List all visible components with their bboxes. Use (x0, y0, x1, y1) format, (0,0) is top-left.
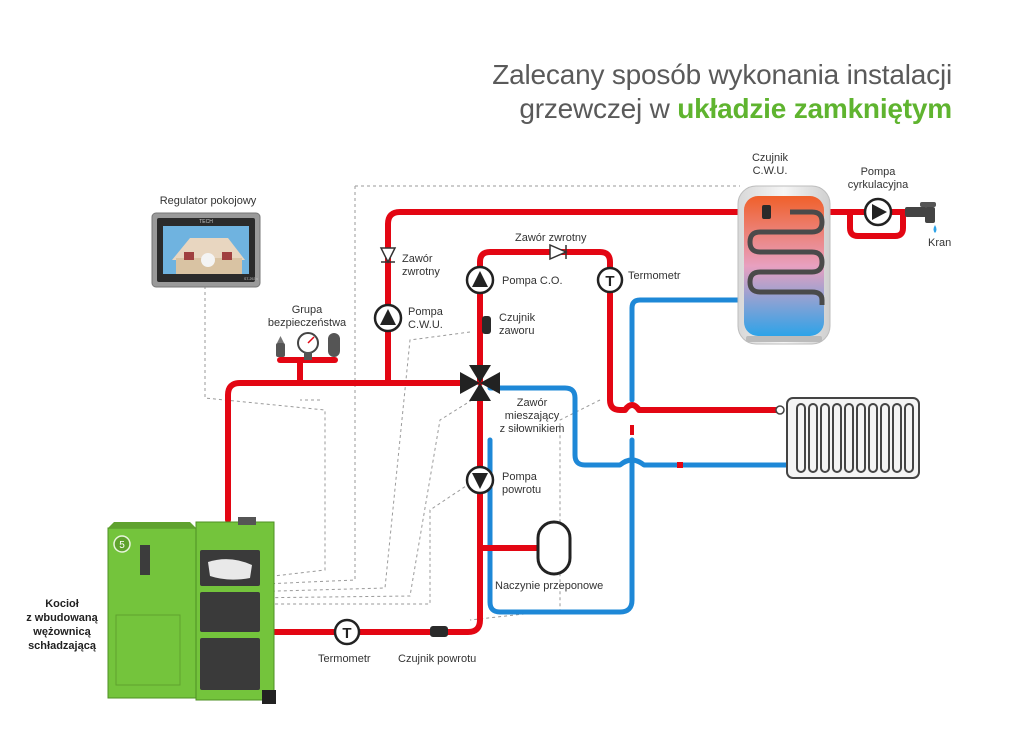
pump-return (465, 465, 495, 495)
title-line-2-prefix: grzewczej w (519, 93, 678, 124)
label-tap: Kran (928, 237, 952, 249)
svg-text:T: T (605, 273, 614, 290)
label-pump-cwu-line1: Pompa (408, 306, 443, 318)
label-return-pump: Pompa powrotu (502, 471, 541, 497)
safety-group (276, 332, 340, 360)
label-boiler: Kocioł z wbudowaną wężownicą schładzając… (18, 597, 106, 653)
label-thermometer-top: Termometr (628, 270, 681, 282)
label-mixing-valve-line2: mieszający (504, 410, 560, 422)
label-thermometer-bottom: Termometr (318, 653, 371, 665)
label-safety-group-line2: bezpieczeństwa (267, 317, 347, 329)
label-mixing-valve: Zawór mieszający z siłownikiem (488, 397, 576, 436)
check-valve-horizontal (549, 243, 568, 261)
expansion-vessel (536, 520, 572, 576)
label-pump-cwu: Pompa C.W.U. (408, 306, 443, 332)
regulator-model: ST-292 v (244, 277, 258, 281)
tap-icon (905, 202, 937, 233)
label-circulation-pump-line1: Pompa (860, 166, 896, 178)
return-pipes (487, 297, 793, 615)
label-cwu-sensor: Czujnik C.W.U. (735, 152, 805, 178)
diagram-title: Zalecany sposób wykonania instalacji grz… (492, 58, 952, 126)
supply-pipes (225, 209, 908, 635)
label-check-valve-horizontal: Zawór zwrotny (515, 232, 587, 244)
label-boiler-line1: Kocioł (45, 598, 79, 610)
label-check-valve-vertical-line1: Zawór (402, 253, 433, 265)
mixing-valve (460, 365, 500, 401)
label-check-valve-vertical-line2: zwrotny (402, 266, 440, 278)
label-check-valve-vertical: Zawór zwrotny (402, 253, 440, 279)
return-sensor (430, 626, 448, 637)
label-return-pump-line2: powrotu (502, 484, 542, 496)
label-valve-sensor: Czujnik zaworu (499, 312, 535, 338)
label-expansion-vessel: Naczynie przeponowe (495, 580, 604, 592)
label-circulation-pump-line2: cyrkulacyjna (847, 179, 909, 191)
label-boiler-line3: wężownicą (33, 626, 91, 638)
svg-text:T: T (342, 625, 351, 642)
pipe-marker-2 (630, 425, 634, 435)
thermometer-bottom: T (333, 618, 361, 646)
pump-co (465, 265, 495, 295)
label-mixing-valve-line1: Zawór (516, 397, 548, 409)
boiler: 5 (107, 517, 276, 704)
title-highlight: układzie zamkniętym (677, 93, 952, 124)
label-cwu-sensor-line2: C.W.U. (752, 165, 788, 177)
check-valve-vertical (379, 247, 397, 264)
label-pump-co: Pompa C.O. (502, 275, 563, 287)
label-valve-sensor-line2: zaworu (499, 325, 535, 337)
hot-water-tank (737, 185, 831, 345)
title-line-1: Zalecany sposób wykonania instalacji (492, 59, 952, 90)
pump-circulation (863, 197, 893, 227)
label-boiler-line2: z wbudowaną (26, 612, 98, 624)
pump-cwu (373, 303, 403, 333)
label-room-regulator: Regulator pokojowy (159, 195, 257, 207)
room-regulator: TECH ST-292 v (151, 212, 261, 288)
label-circulation-pump: Pompa cyrkulacyjna (838, 166, 918, 192)
label-cwu-sensor-line1: Czujnik (751, 152, 789, 164)
label-safety-group: Grupa bezpieczeństwa (262, 304, 352, 330)
label-valve-sensor-line1: Czujnik (499, 312, 536, 324)
label-pump-cwu-line2: C.W.U. (408, 319, 443, 331)
label-boiler-line4: schładzającą (28, 640, 96, 652)
pipe-marker (677, 462, 683, 468)
regulator-brand: TECH (199, 219, 213, 225)
radiator (775, 397, 920, 479)
label-return-pump-line1: Pompa (502, 471, 537, 483)
label-safety-group-line1: Grupa (291, 304, 323, 316)
label-mixing-valve-line3: z siłownikiem (499, 423, 565, 435)
thermometer-top: T (596, 266, 624, 294)
label-return-sensor: Czujnik powrotu (398, 653, 477, 665)
svg-text:5: 5 (119, 540, 125, 551)
control-wiring (204, 185, 771, 621)
title-line-2: grzewczej w układzie zamkniętym (492, 92, 952, 126)
valve-sensor (482, 316, 491, 334)
